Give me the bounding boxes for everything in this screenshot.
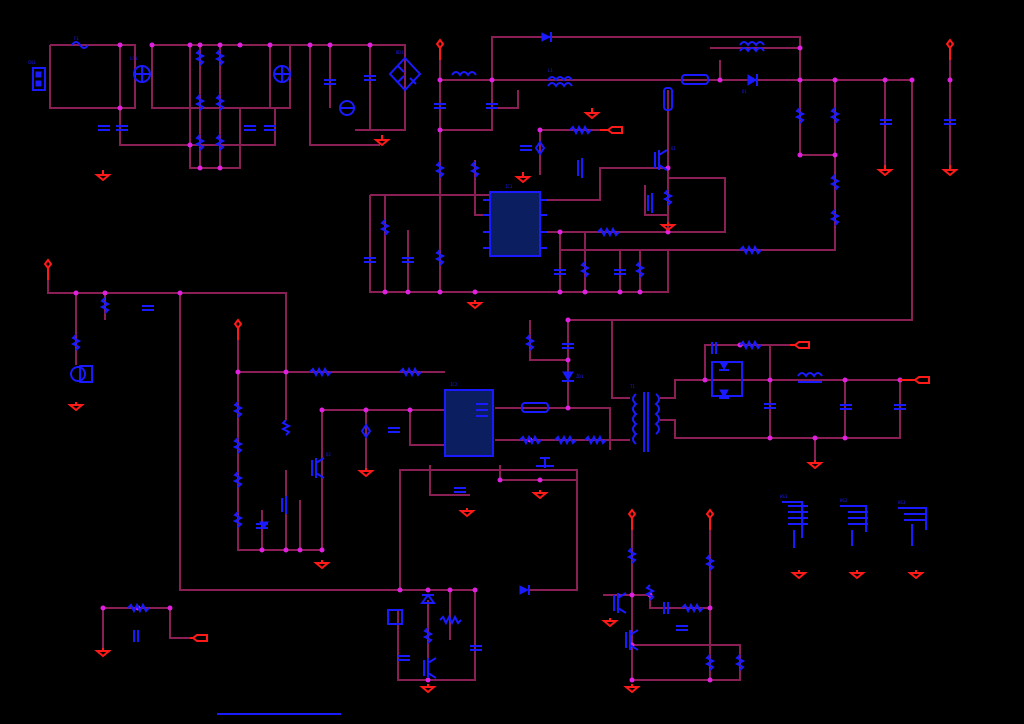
power-rail-icon — [43, 38, 955, 530]
cn1-label: CN1 — [28, 60, 36, 65]
d1-label: D1 — [742, 89, 747, 94]
heatsink-icon: HS1 HS2 HS3 — [780, 494, 927, 548]
capacitor-icon — [98, 75, 956, 661]
ic2-label: IC2 — [450, 382, 458, 387]
transformer-icon: T1 — [630, 384, 660, 452]
wire-network — [47, 36, 951, 681]
f1-label: F1 — [74, 36, 79, 41]
input-connector: CN1 — [28, 60, 46, 91]
q2-label: Q2 — [326, 452, 331, 457]
output-port-icon — [190, 126, 930, 642]
zener-diode-icon: ZD1 — [259, 371, 584, 529]
junction-dots — [73, 42, 953, 683]
ic-package-icon: IC1 IC2 — [444, 184, 547, 457]
hs3-label: HS3 — [898, 500, 906, 505]
transistor-icon: Q1 Q2 — [70, 140, 676, 679]
resistor-array — [70, 49, 841, 671]
pwm-controller-ic — [444, 389, 494, 457]
inductor-icon: L1 — [451, 41, 765, 88]
resistor-icon — [521, 74, 709, 413]
output-inductor-icon — [711, 361, 823, 397]
thermistor-icon — [339, 100, 355, 116]
ground-icon — [67, 108, 959, 694]
diode-icon: D1 — [519, 32, 758, 595]
fuse-icon: F1 — [71, 36, 89, 49]
t1-label: T1 — [630, 384, 635, 389]
hs1-label: HS1 — [780, 494, 788, 499]
lf1-label: LF1 — [130, 56, 138, 61]
zd1-label: ZD1 — [576, 374, 584, 379]
q1-label: Q1 — [671, 146, 676, 151]
bd1-label: BD1 — [396, 50, 404, 55]
common-mode-choke-icon: LF1 — [130, 56, 291, 83]
pfc-controller-ic — [489, 191, 541, 257]
hs2-label: HS2 — [840, 498, 848, 503]
l1-label: L1 — [548, 68, 553, 73]
bridge-rectifier-icon: BD1 — [388, 50, 422, 92]
ic1-label: IC1 — [505, 184, 513, 189]
